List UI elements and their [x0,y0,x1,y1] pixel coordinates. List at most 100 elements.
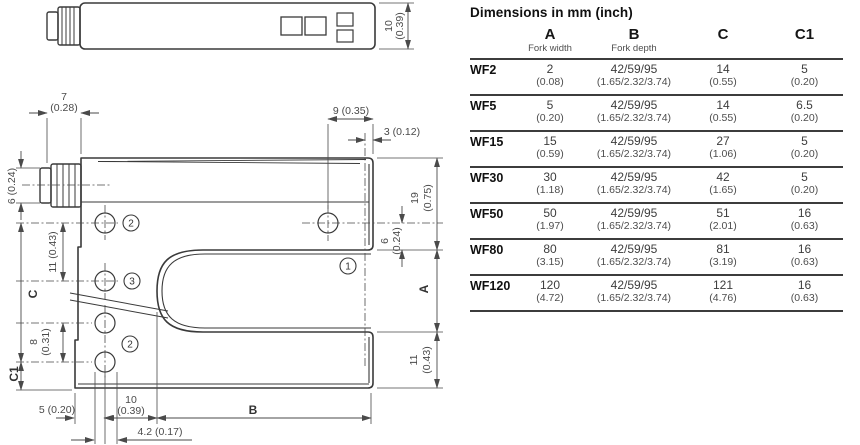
table-row-wf5: WF5 5(0.20) 42/59/95(1.65/2.32/3.74) 14(… [470,96,843,132]
table-row-wf15: WF15 15(0.59) 42/59/95(1.65/2.32/3.74) 2… [470,132,843,168]
dim-upper-arm-in: (0.75) [422,184,434,211]
value-b-in: (1.65/2.32/3.74) [596,112,672,124]
indicator-window-2 [304,16,327,36]
value-a-mm: 30 [543,170,557,184]
col-header-b: B [628,26,640,43]
value-c-mm: 81 [716,242,730,256]
col-header-c: C [717,26,729,43]
callout-2-lower: 2 [127,340,133,351]
value-c1-mm: 5 [801,134,808,148]
value-c-mm: 14 [716,98,730,112]
value-c-in: (1.65) [709,184,737,196]
dim-hole-pitch-lower-mm: 8 [28,339,40,345]
dim-connector-length-in: (0.28) [50,102,77,114]
value-a-in: (3.15) [536,256,564,268]
dim-beam-to-slot-mm: 6 [379,238,391,244]
value-b-mm: 42/59/95 [610,242,658,256]
value-b-mm: 42/59/95 [610,98,658,112]
value-b-in: (1.65/2.32/3.74) [596,256,672,268]
dim-lower-arm-mm: 11 [408,354,420,365]
table-row-wf80: WF80 80(3.15) 42/59/95(1.65/2.32/3.74) 8… [470,240,843,276]
value-c1-in: (0.20) [790,76,819,88]
dim-label-b: B [249,403,258,417]
value-a-mm: 2 [546,62,554,76]
connector-thread [57,6,81,46]
model-name: WF80 [470,243,504,257]
top-view [46,2,376,50]
model-name: WF30 [470,171,504,185]
dimension-table: Dimensions in mm (inch) A Fork width B F… [460,0,860,312]
table-row-wf50: WF50 50(1.97) 42/59/95(1.65/2.32/3.74) 5… [470,204,843,240]
value-c-mm: 27 [716,134,730,148]
value-c1-in: (0.63) [790,292,819,304]
dim-upper-arm-mm: 19 [409,192,421,204]
value-c1-mm: 5 [801,62,808,76]
value-c1-in: (0.20) [790,148,819,160]
thread-ridges [61,7,75,45]
value-c1-in: (0.63) [790,220,819,232]
front-connector-thread [50,163,82,208]
col-header-c1: C1 [794,26,815,43]
callout-circle-2a [122,214,140,232]
value-c1-in: (0.20) [790,184,819,196]
value-a-in: (1.18) [536,184,564,196]
model-name: WF50 [470,207,504,221]
table-title: Dimensions in mm (inch) [470,5,633,20]
centerlines [16,133,443,380]
top-view-dimension [379,2,414,50]
value-c1-mm: 16 [797,278,812,292]
value-c1-in: (0.20) [790,112,819,124]
connector-cap [46,11,59,41]
value-c-in: (2.01) [709,220,737,232]
top-view-housing [79,2,376,50]
value-b-in: (1.65/2.32/3.74) [596,184,672,196]
dim-screw-pitch: 4.2 (0.17) [138,426,183,438]
dim-connector-length-mm: 7 [61,91,67,103]
fork-sensor-drawing: 10 (0.39) [6,2,443,444]
value-a-in: (4.72) [536,292,564,304]
led-window-1 [336,12,354,27]
value-a-mm: 5 [546,98,554,112]
value-b-in: (1.65/2.32/3.74) [596,220,672,232]
value-c1-mm: 16 [797,242,812,256]
value-a-in: (0.20) [536,112,564,124]
model-name: WF5 [470,99,497,113]
table-row-wf120: WF120 120(4.72) 42/59/95(1.65/2.32/3.74)… [470,276,843,312]
callout-2-upper: 2 [128,219,134,230]
value-c-in: (4.76) [709,292,737,304]
dim-beam-to-edge: 3 (0.12) [384,126,420,138]
dim-edge-to-hole: 5 (0.20) [39,404,75,416]
dim-connector-dia: 6 (0.24) [6,168,18,204]
table-row-wf2: WF2 2(0.08) 42/59/95(1.65/2.32/3.74) 14(… [470,60,843,96]
callout-circle-2b [121,335,139,353]
dim-beam-to-slot-in: (0.24) [391,227,403,254]
value-c-in: (3.19) [709,256,737,268]
dim-top-thickness-in: (0.39) [394,12,406,39]
dim-hole-to-slot-in: (0.39) [117,405,144,417]
led-window-2 [336,29,354,43]
value-c1-in: (0.63) [790,256,819,268]
value-b-mm: 42/59/95 [610,278,658,292]
callouts: 1 2 3 2 [121,214,357,353]
dim-hole-pitch-upper: 11 (0.43) [47,231,59,272]
value-a-mm: 50 [543,206,557,220]
callout-circle-3 [123,272,141,290]
value-b-mm: 42/59/95 [610,170,658,184]
table-header: A Fork width B Fork depth C C1 [470,20,843,60]
value-c-mm: 51 [716,206,730,220]
model-name: WF15 [470,135,504,149]
callout-3-middle: 3 [129,277,135,288]
model-name: WF120 [470,279,511,293]
value-c1-mm: 16 [797,206,812,220]
value-a-in: (0.59) [536,148,564,160]
value-c-mm: 42 [716,170,730,184]
front-view [39,157,374,389]
dim-label-c1: C1 [7,366,21,382]
table-row-wf30: WF30 30(1.18) 42/59/95(1.65/2.32/3.74) 4… [470,168,843,204]
dim-label-a: A [417,284,431,293]
value-b-in: (1.65/2.32/3.74) [596,148,672,160]
value-b-in: (1.65/2.32/3.74) [596,76,672,88]
col-subheader-b: Fork depth [611,43,657,54]
dim-hole-to-edge: 9 (0.35) [333,105,369,117]
